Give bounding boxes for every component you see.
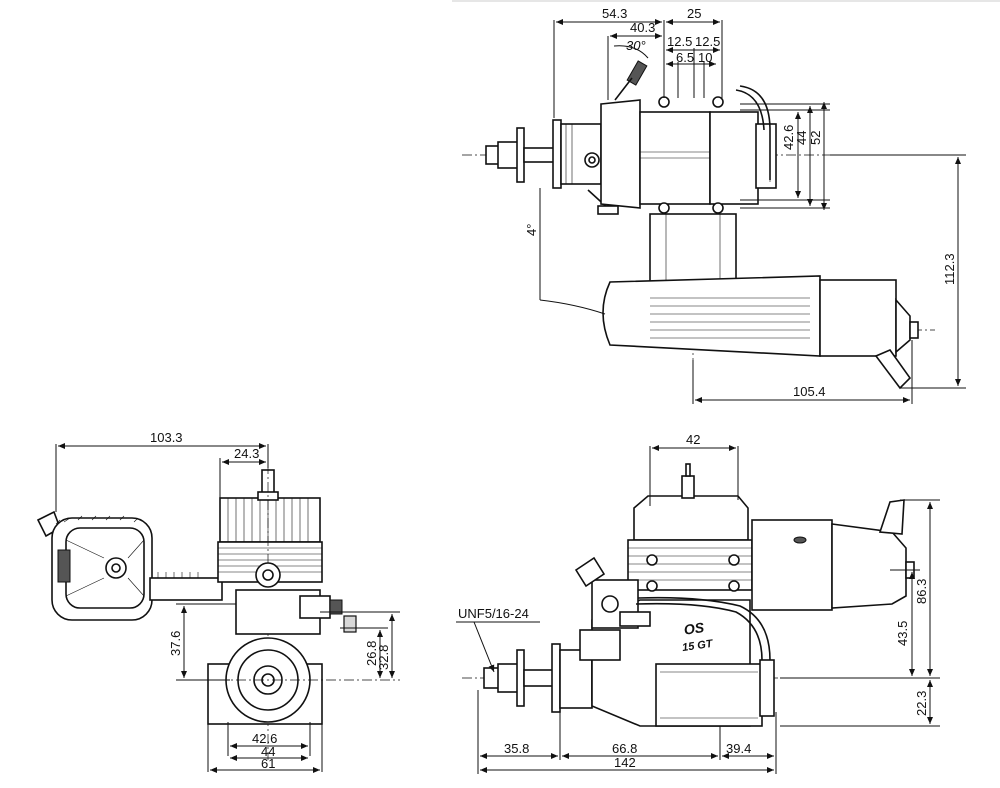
prop-shaft <box>485 119 602 189</box>
dim-22-3: 22.3 <box>914 691 929 716</box>
angle-30: 30° <box>626 38 646 53</box>
top-view-dimensions: 54.3 25 40.3 30° 12.5 12.5 6.5 10 <box>524 6 966 404</box>
dim-6-5: 6.5 <box>676 50 694 65</box>
dim-42-6-front: 42.6 <box>252 731 277 746</box>
side-logo: OS <box>683 619 706 638</box>
dim-105-4: 105.4 <box>793 384 826 399</box>
muffler <box>602 275 821 357</box>
dim-42: 42 <box>686 432 700 447</box>
dim-52: 52 <box>808 131 823 145</box>
side-carburetor <box>574 556 651 661</box>
dim-37-6: 37.6 <box>168 631 183 656</box>
dim-66-8: 66.8 <box>612 741 637 756</box>
dim-43-5: 43.5 <box>895 621 910 646</box>
side-view: OS 15 GT 42 UNF5/16-24 86.3 43.5 22. <box>456 432 940 774</box>
dim-86-3: 86.3 <box>914 579 929 604</box>
dim-10: 10 <box>698 50 712 65</box>
dim-112-3: 112.3 <box>942 253 957 285</box>
front-cylinder-fins <box>217 446 323 760</box>
carb-needle <box>584 60 648 215</box>
dim-12-5-right: 12.5 <box>695 34 720 49</box>
side-model: 15 GT <box>681 638 714 654</box>
dim-61: 61 <box>261 756 275 771</box>
dim-35-8: 35.8 <box>504 741 529 756</box>
thread-spec: UNF5/16-24 <box>458 606 529 621</box>
dim-44: 44 <box>794 131 809 145</box>
front-muffler <box>36 510 153 621</box>
front-view: 103.3 24.3 37.6 26.8 32.8 <box>36 430 400 773</box>
dim-54-3: 54.3 <box>602 6 627 21</box>
side-view-dimensions: 42 UNF5/16-24 86.3 43.5 22.3 <box>456 432 940 774</box>
side-muffler <box>751 519 833 611</box>
dim-142: 142 <box>614 755 636 770</box>
side-fuel-line <box>637 596 771 661</box>
side-cylinder-head <box>633 495 749 541</box>
dim-26-8: 26.8 <box>364 641 379 666</box>
dim-40-3: 40.3 <box>630 20 655 35</box>
dim-25: 25 <box>687 6 701 21</box>
dim-42-6: 42.6 <box>781 125 796 150</box>
fuel-line <box>739 85 771 180</box>
dim-32-8: 32.8 <box>376 645 391 670</box>
dim-39-4: 39.4 <box>726 741 751 756</box>
dim-24-3: 24.3 <box>234 446 259 461</box>
top-view: 54.3 25 40.3 30° 12.5 12.5 6.5 10 <box>462 6 966 404</box>
exhaust-header <box>649 213 737 283</box>
dim-12-5-left: 12.5 <box>667 34 692 49</box>
dim-44-front: 44 <box>261 744 275 759</box>
angle-4: 4° <box>524 224 539 236</box>
dim-103-3: 103.3 <box>150 430 183 445</box>
front-view-dimensions: 103.3 24.3 37.6 26.8 32.8 <box>55 430 400 773</box>
